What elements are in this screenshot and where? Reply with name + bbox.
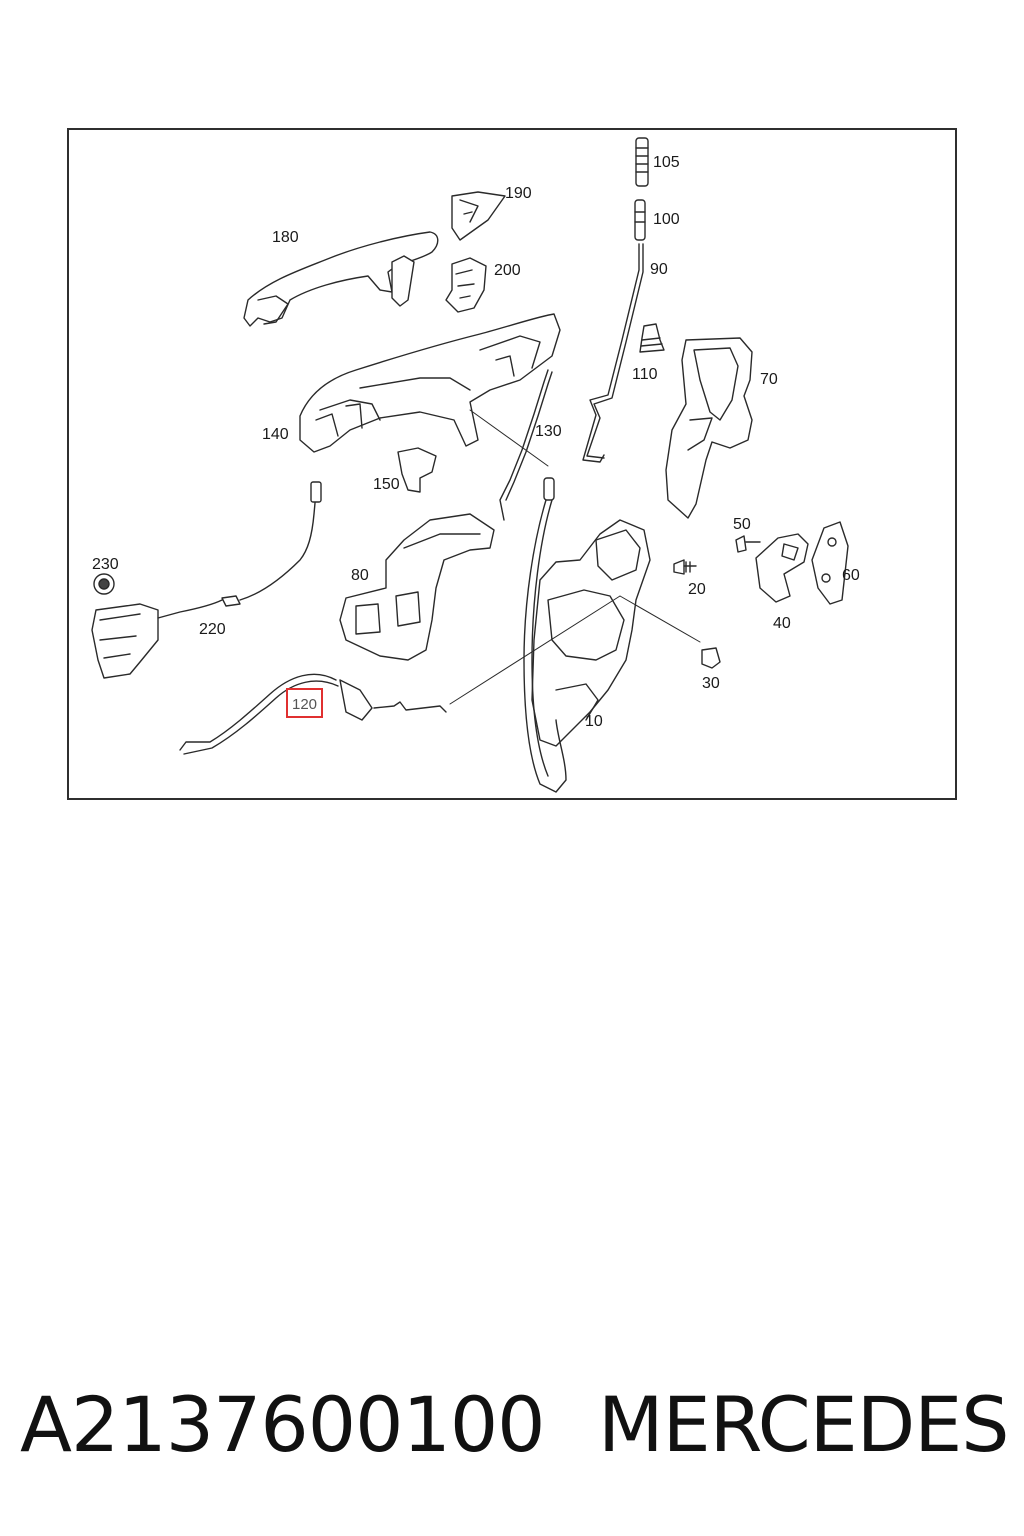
callout-190: 190 [505, 185, 532, 202]
callout-60: 60 [842, 567, 860, 584]
part-10-lock [523, 477, 701, 793]
part-40-striker [755, 533, 809, 603]
callout-70: 70 [760, 371, 778, 388]
brand-name: MERCEDES [598, 1380, 1009, 1469]
part-50-screw [735, 535, 761, 553]
part-190-cap [451, 191, 506, 241]
part-number: A2137600100 [20, 1380, 546, 1469]
part-130-rod [499, 369, 549, 521]
part-150-clip [397, 447, 437, 493]
callout-30: 30 [702, 675, 720, 692]
part-20-screw [673, 559, 697, 575]
callout-120: 120 [291, 696, 318, 713]
diagram-frame [67, 128, 957, 800]
callout-200: 200 [494, 262, 521, 279]
callout-220: 220 [199, 621, 226, 638]
part-180-handle [243, 231, 439, 327]
callout-230: 230 [92, 556, 119, 573]
callout-110: 110 [632, 366, 658, 383]
part-110-bushing [639, 323, 665, 353]
callout-20: 20 [688, 581, 706, 598]
footer: A2137600100 MERCEDES [20, 1380, 1010, 1469]
callout-50: 50 [733, 516, 751, 533]
callout-80: 80 [351, 567, 369, 584]
callout-140: 140 [262, 426, 289, 443]
callout-105: 105 [653, 154, 680, 171]
part-60-plate [811, 521, 849, 605]
part-105-pin [635, 137, 649, 187]
callout-180: 180 [272, 229, 299, 246]
callout-100: 100 [653, 211, 680, 228]
part-90-rod [582, 243, 640, 463]
callout-40: 40 [773, 615, 791, 632]
part-30-bolt [701, 647, 721, 669]
part-230-grommet [93, 573, 115, 595]
callout-120-highlight[interactable]: 120 [286, 688, 323, 718]
part-100-sleeve [634, 199, 646, 241]
part-80-bracket [339, 513, 495, 661]
part-120-cable [179, 673, 447, 755]
part-140-carrier [299, 313, 561, 453]
callout-150: 150 [373, 476, 400, 493]
part-220-actuator [91, 481, 322, 679]
callout-90: 90 [650, 261, 668, 278]
callout-10: 10 [585, 713, 603, 730]
callout-130: 130 [535, 423, 562, 440]
